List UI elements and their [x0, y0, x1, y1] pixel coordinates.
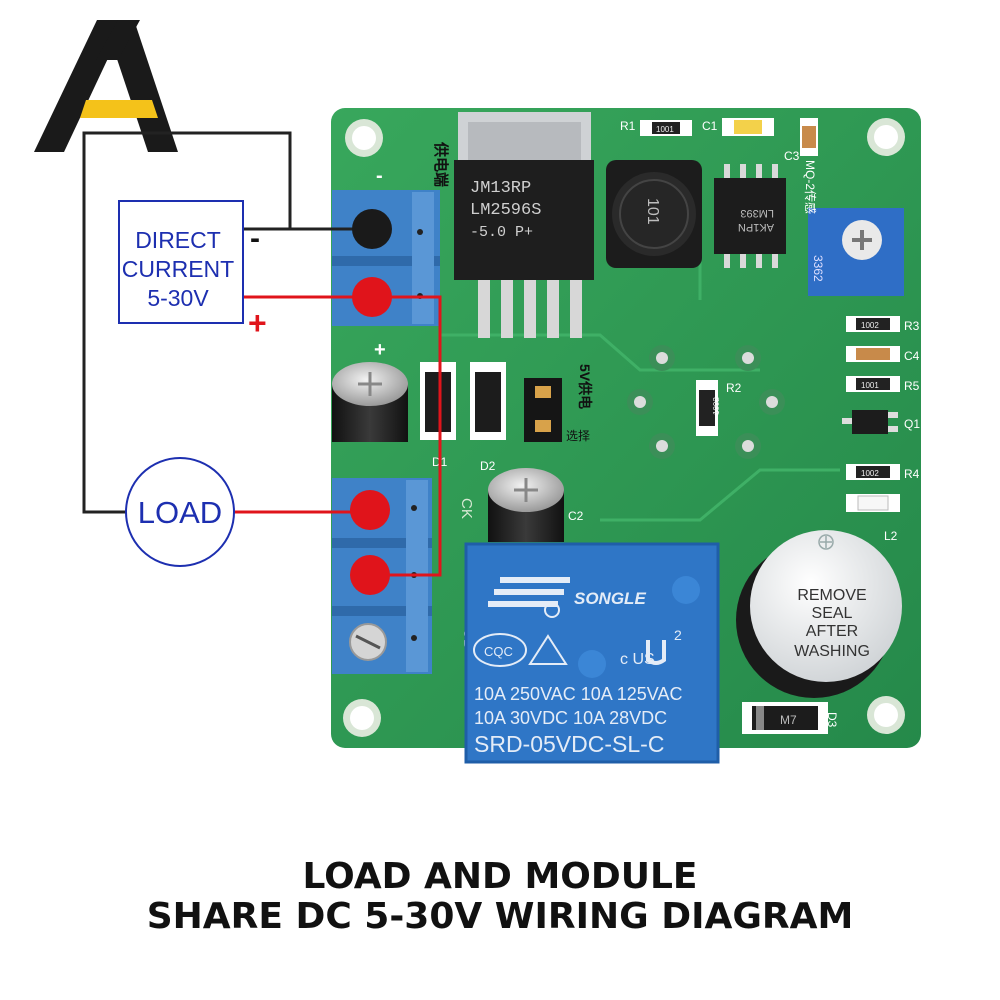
- pot-code: 3362: [811, 255, 825, 282]
- smd-marking: 1001: [861, 381, 879, 390]
- relay-num: 2: [674, 627, 682, 643]
- power-minus-mark: -: [376, 165, 383, 187]
- relay-brand: SONGLE: [574, 589, 646, 608]
- source-plus: +: [248, 305, 267, 341]
- positive-to-com-wire: [372, 295, 442, 577]
- jumper-label-2: 选择: [566, 429, 590, 443]
- voltage-jumper: 5V供电 选择: [524, 364, 593, 443]
- inductor: 101: [606, 160, 702, 268]
- buzzer-line-3: AFTER: [806, 623, 858, 640]
- sensor-pins: [627, 345, 785, 459]
- jumper-label: 5V供电: [577, 364, 593, 409]
- load-circle: LOAD: [125, 457, 235, 567]
- source-minus: -: [250, 222, 260, 255]
- mounting-hole: [867, 696, 905, 734]
- terminal-ck: CK: [458, 498, 475, 519]
- mounting-hole: [343, 699, 381, 737]
- chip-line-3: -5.0 P+: [470, 224, 533, 241]
- brand-logo: [34, 20, 178, 152]
- negative-wire: [82, 131, 292, 514]
- ref-c4: C4: [904, 349, 920, 363]
- ref-c2: C2: [568, 509, 584, 523]
- capacitor-c2: C2: [488, 468, 584, 542]
- com-terminal-dot: [350, 555, 390, 595]
- capacitor-c1: [332, 362, 408, 442]
- source-line-2: CURRENT: [122, 256, 234, 282]
- comparator-line-2: AK1PN: [738, 221, 774, 233]
- relay-rating-1: 10A 250VAC 10A 125VAC: [474, 684, 683, 704]
- smd-marking: 1002: [861, 469, 879, 478]
- ref-c1: C1: [702, 119, 718, 133]
- ref-r1: R1: [620, 119, 636, 133]
- power-terminal-label: 供电端: [432, 141, 450, 187]
- inductor-code: 101: [644, 198, 661, 225]
- source-line-3: 5-30V: [147, 285, 209, 311]
- smd-marking: 1001: [656, 125, 674, 134]
- pcb-board: JM13RP LM2596S -5.0 P+ 101 LM393 AK1PN 3…: [331, 108, 921, 764]
- diode-d3: M7 D3: [742, 702, 839, 734]
- ref-q1: Q1: [904, 417, 920, 431]
- chip-line-1: JM13RP: [470, 179, 531, 198]
- power-plus-mark: +: [374, 339, 386, 361]
- cqc-mark: CQC: [473, 633, 568, 667]
- ref-c3: C3: [784, 149, 800, 163]
- buzzer-line-1: REMOVE: [797, 587, 866, 604]
- voltage-regulator-chip: JM13RP LM2596S -5.0 P+: [454, 112, 594, 338]
- ref-r3: R3: [904, 319, 920, 333]
- ref-d2: D2: [480, 459, 496, 473]
- potentiometer: 3362: [808, 208, 904, 296]
- relay-rating-2: 10A 30VDC 10A 28VDC: [474, 708, 667, 728]
- dc-source-box: DIRECT CURRENT 5-30V - +: [118, 200, 267, 341]
- caption-line-1: LOAD AND MODULE: [302, 856, 697, 897]
- buzzer: REMOVE SEAL AFTER WASHING: [736, 530, 902, 698]
- comparator-line-1: LM393: [740, 207, 774, 219]
- relay-model: SRD-05VDC-SL-C: [474, 731, 664, 757]
- positive-terminal-dot: [352, 277, 392, 317]
- ref-d3: D3: [825, 712, 839, 728]
- comparator-chip: LM393 AK1PN: [714, 164, 786, 268]
- ref-r2: R2: [726, 381, 742, 395]
- relay: K1 SONGLE CQC c US 2 10A 250VAC 10A 125V…: [464, 542, 720, 764]
- relay-brand-mark: SONGLE: [488, 577, 646, 618]
- smd-marking: 1002: [861, 321, 879, 330]
- buzzer-line-4: WASHING: [794, 643, 870, 660]
- source-line-1: DIRECT: [135, 227, 221, 253]
- terminal-screw: [349, 623, 387, 661]
- ck-terminal-dot: [350, 490, 390, 530]
- mounting-hole: [345, 119, 383, 157]
- ref-r4: R4: [904, 467, 920, 481]
- mounting-hole: [867, 118, 905, 156]
- smd-marking: 1002: [712, 397, 721, 415]
- diode-d1: D1: [420, 362, 456, 469]
- ref-mq: MQ-2传感: [803, 160, 818, 214]
- negative-terminal-dot: [352, 209, 392, 249]
- caption-line-2: SHARE DC 5-30V WIRING DIAGRAM: [147, 896, 854, 937]
- ref-r5: R5: [904, 379, 920, 393]
- wires: [82, 131, 442, 577]
- ul-mark: c US 2: [620, 627, 682, 668]
- ref-l2: L2: [884, 529, 898, 543]
- diode-d2: D2: [470, 362, 506, 473]
- load-label: LOAD: [138, 495, 222, 530]
- diode-marking: M7: [780, 713, 797, 727]
- relay-cqc: CQC: [484, 644, 513, 659]
- chip-line-2: LM2596S: [470, 201, 541, 220]
- buzzer-line-2: SEAL: [812, 605, 853, 622]
